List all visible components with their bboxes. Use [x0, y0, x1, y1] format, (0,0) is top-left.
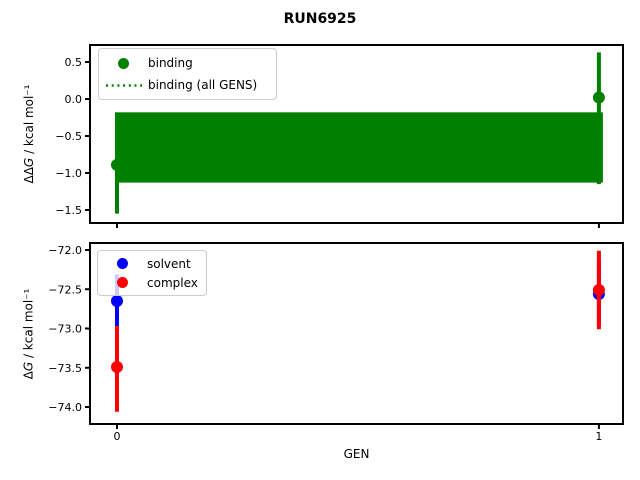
dotted-line-icon — [105, 83, 142, 87]
x-tick-label: 1 — [595, 430, 602, 443]
ylabel-symbol: G — [21, 361, 36, 372]
legend-marker-cell — [98, 277, 147, 288]
ylabel-symbol: G — [22, 157, 36, 168]
y-tick-label: 0.5 — [65, 56, 83, 69]
complex-dot-icon — [117, 277, 128, 288]
ylabel-units: / kcal mol⁻¹ — [21, 288, 36, 362]
data-point-binding — [592, 91, 605, 104]
binding-dot-icon — [118, 57, 129, 69]
y-tick-label: −72.5 — [48, 283, 82, 296]
legend-entry: solvent — [98, 254, 206, 273]
legend-entry: complex — [98, 273, 206, 292]
legend-dg: solvent complex — [97, 250, 207, 296]
x-tick-label: 0 — [113, 430, 120, 443]
ylabel-units: / kcal mol⁻¹ — [22, 84, 36, 158]
data-point-complex — [592, 284, 605, 297]
x-axis-label: GEN — [343, 447, 370, 461]
solvent-dot-icon — [117, 258, 128, 269]
y-tick-label: −73.5 — [48, 362, 82, 375]
y-tick-label: −72.0 — [48, 244, 82, 257]
data-point-solvent — [110, 295, 123, 308]
legend-marker-cell — [99, 57, 148, 69]
y-tick-label: −73.0 — [48, 323, 82, 336]
legend-marker-cell — [99, 83, 148, 88]
legend-entry: binding — [99, 52, 276, 74]
legend-label: binding (all GENS) — [148, 78, 258, 92]
legend-label: solvent — [147, 256, 191, 271]
ylabel-prefix: Δ — [21, 371, 36, 380]
y-tick-label: −0.5 — [55, 130, 82, 143]
axes-border — [89, 44, 624, 224]
y-tick-label: −1.5 — [55, 204, 82, 217]
legend-label: binding — [148, 56, 193, 70]
legend-entry: binding (all GENS) — [99, 74, 276, 96]
legend-binding: binding binding (all GENS) — [98, 48, 277, 100]
uncertainty-band — [114, 112, 603, 183]
data-point-complex — [110, 360, 123, 373]
legend-label: complex — [147, 275, 198, 290]
figure-title: RUN6925 — [283, 11, 357, 27]
bottom-y-axis-label: ΔG / kcal mol⁻¹ — [20, 244, 38, 425]
y-tick-label: −1.0 — [55, 167, 82, 180]
y-tick-label: −74.0 — [48, 401, 82, 414]
y-tick-label: 0.0 — [65, 93, 83, 106]
top-y-axis-label: ΔΔG / kcal mol⁻¹ — [20, 45, 38, 223]
data-point-binding — [110, 158, 123, 171]
ylabel-prefix: ΔΔ — [22, 167, 36, 184]
axes-border — [89, 242, 624, 425]
legend-marker-cell — [98, 258, 147, 269]
